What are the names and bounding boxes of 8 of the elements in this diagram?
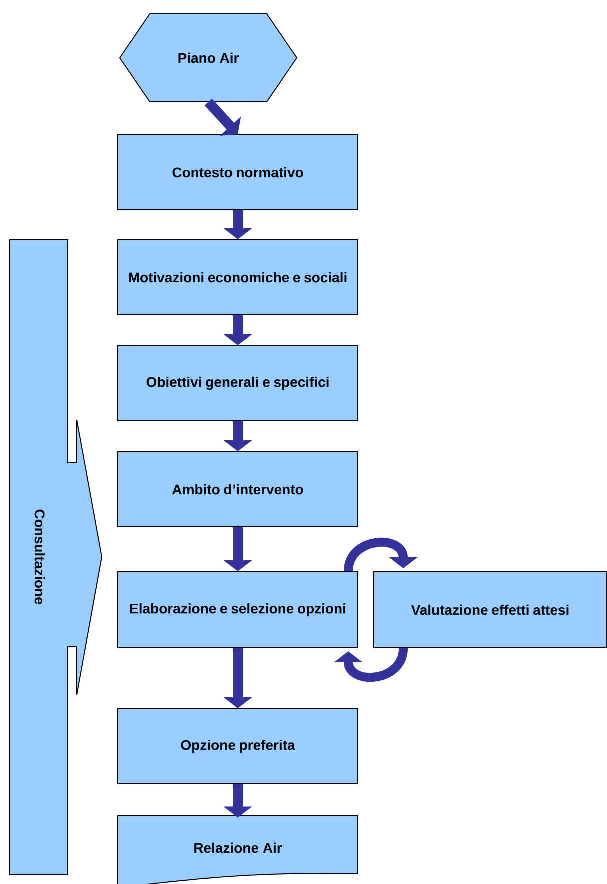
process-box: Opzione preferita — [118, 708, 358, 784]
process-box: Valutazione effetti attesi — [374, 572, 607, 648]
process-box: Contesto normativo — [118, 134, 358, 210]
document-box: Relazione Air — [118, 816, 358, 884]
process-box: Motivazioni economiche e sociali — [118, 240, 358, 316]
process-box: Elaborazione e selezione opzioni — [118, 572, 358, 648]
process-box: Obiettivi generali e specifici — [118, 346, 358, 422]
process-box: Ambito d’intervento — [118, 452, 358, 528]
